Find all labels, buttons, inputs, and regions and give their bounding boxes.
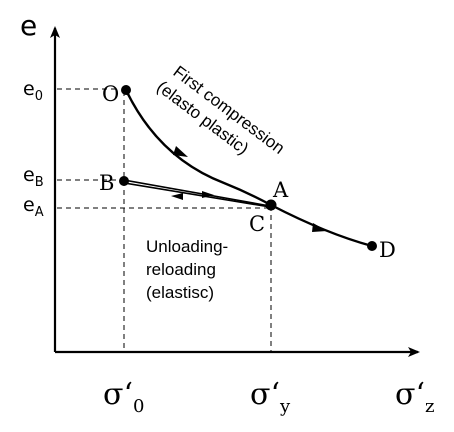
guide-lines: [57, 88, 272, 352]
arrow-icon: [312, 223, 327, 232]
unloading-line1: Unloading-: [146, 237, 228, 256]
x-tick-sigma0: σʻ0: [103, 377, 144, 417]
unloading-line2: reloading: [146, 260, 216, 279]
point-d-marker: [367, 241, 377, 251]
first-compression-annotation: First compression (elasto plastic): [153, 62, 288, 158]
y-tick-eb: eB: [23, 164, 44, 190]
point-o-marker: [121, 85, 131, 95]
arrow-icon: [171, 193, 183, 200]
arrow-icon: [202, 191, 214, 198]
point-b-label: B: [99, 171, 114, 195]
x-tick-sigmay: σʻy: [250, 377, 291, 417]
unloading-path: [123, 179, 271, 207]
point-c-label: C: [249, 212, 265, 236]
arrow-icon: [173, 146, 188, 157]
y-axis-label: e: [20, 9, 37, 42]
x-tick-sigmaz: σʻz: [395, 377, 435, 417]
point-b-marker: [119, 176, 129, 186]
point-a-marker: [265, 199, 277, 211]
reloading-path: [123, 182, 271, 208]
point-o-label: O: [102, 82, 119, 106]
unloading-line3: (elastisc): [146, 283, 214, 302]
y-tick-e0: e0: [23, 78, 43, 104]
point-d-label: D: [379, 238, 396, 262]
y-tick-ea: eA: [23, 194, 44, 220]
point-a-label: A: [272, 178, 289, 202]
